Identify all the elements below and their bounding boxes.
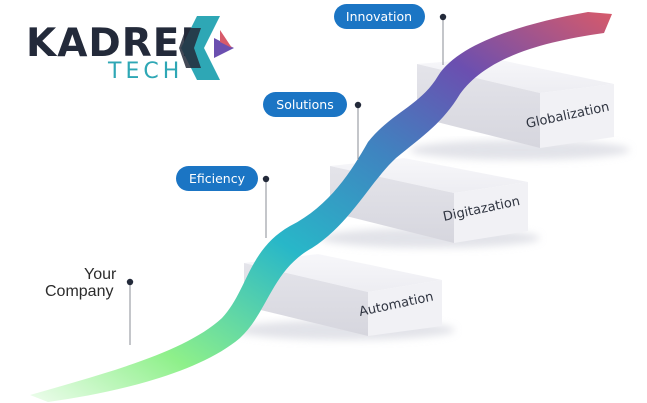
start-label-line1: Your <box>84 266 117 283</box>
start-label-line2: Company <box>45 283 113 300</box>
dot-solutions <box>355 102 361 108</box>
callout-efficiency: Eficiency <box>176 166 258 191</box>
callout-solutions-label: Solutions <box>276 97 333 112</box>
start-label: Your Company <box>45 266 117 300</box>
callout-solutions: Solutions <box>263 92 347 117</box>
kadree-logo: KADREE TECH <box>26 16 234 84</box>
callout-efficiency-label: Eficiency <box>189 171 246 186</box>
dot-efficiency <box>263 176 269 182</box>
callout-innovation: Innovation <box>334 4 425 29</box>
dot-innovation <box>440 14 446 20</box>
brand-sub: TECH <box>107 59 183 84</box>
dot-start <box>127 279 133 285</box>
callout-innovation-label: Innovation <box>346 9 412 24</box>
